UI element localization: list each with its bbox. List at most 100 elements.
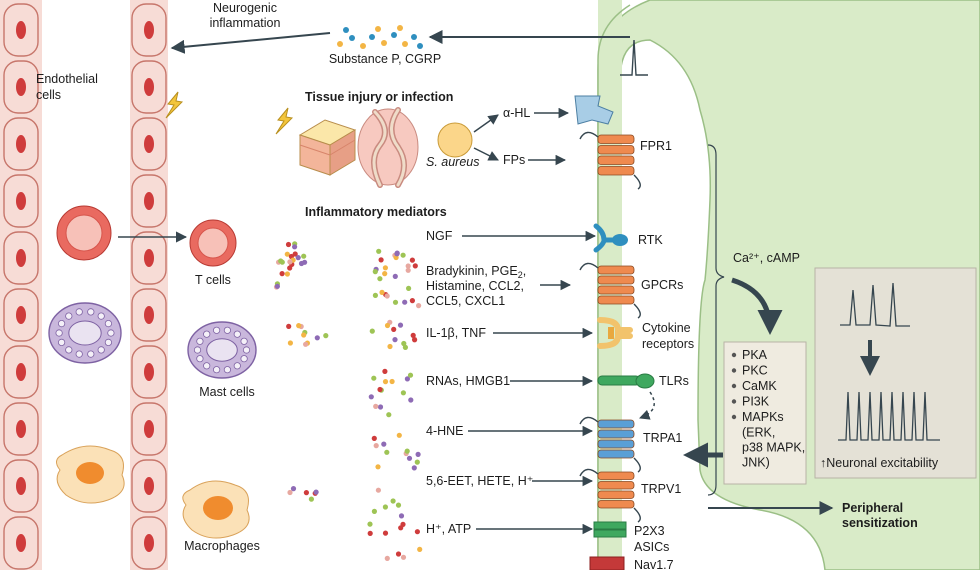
endothelial-cell	[3, 174, 39, 228]
action-potential-icon	[620, 39, 648, 76]
endothelial-cell	[3, 459, 39, 513]
fps-branch-arrow	[473, 147, 499, 161]
kinase-item: PI3K	[742, 395, 770, 409]
mast-cells-label: Mast cells	[199, 385, 255, 399]
mediator-dot	[298, 260, 305, 267]
mediator-dot	[401, 340, 407, 347]
mapk-detail-line: (ERK,	[742, 426, 775, 440]
mediator-dot	[410, 332, 416, 338]
tlr-to-trpa1-dashed-arrow	[639, 391, 655, 420]
mediator-dot	[368, 394, 374, 400]
mediator-dot	[377, 276, 383, 282]
mediator-dot	[287, 259, 293, 265]
mediator-dots	[273, 241, 423, 562]
mediator-dot	[301, 253, 307, 259]
hne-label: 4-HNE	[426, 424, 464, 438]
skin-tissue-icon	[298, 119, 357, 176]
p2x3-label: P2X3	[634, 524, 665, 538]
tlr-receptor-icon	[597, 373, 655, 389]
mediator-dot	[395, 502, 402, 508]
endothelial-cell	[131, 516, 167, 570]
mediator-dot	[367, 521, 373, 527]
mediator-dot	[371, 508, 377, 514]
mediator-dot	[303, 490, 309, 496]
mediator-dot	[409, 298, 415, 304]
mediator-dot	[382, 530, 389, 536]
mediator-dot	[391, 326, 397, 332]
mediator-dot	[400, 554, 407, 560]
joint-tissue-icon	[357, 107, 419, 188]
endothelial-cell	[131, 459, 167, 513]
endothelial-label: Endothelial	[36, 72, 98, 86]
mediator-dot	[411, 465, 417, 471]
excitability-box	[814, 267, 977, 479]
mediator-dot	[397, 322, 404, 328]
mediator-dot	[369, 328, 375, 334]
mediator-dot	[278, 258, 284, 264]
mediator-dot	[376, 248, 382, 254]
mediator-dot	[371, 375, 377, 381]
ca-camp-label: Ca²⁺, cAMP	[733, 251, 800, 265]
ca-to-kinase-arrow	[731, 277, 783, 335]
endothelial-cell	[3, 60, 39, 114]
bradykinin-label: Bradykinin, PGE2,	[426, 264, 526, 280]
mediator-dot	[405, 267, 411, 273]
endothelial-cell	[131, 117, 167, 171]
fps-label: FPs	[503, 153, 525, 167]
nav-label: Nav1.7	[634, 558, 674, 570]
mediator-dot	[372, 292, 378, 298]
mediator-dot	[402, 344, 408, 350]
mediator-dot	[379, 289, 385, 295]
substance-label: Substance P, CGRP	[329, 52, 441, 66]
mediator-dot	[287, 340, 293, 346]
mediator-dot	[389, 378, 395, 385]
substance-dots	[337, 25, 423, 49]
endothelial-cell	[3, 402, 39, 456]
neuropeptide-dot	[411, 34, 417, 40]
endothelial-cell	[131, 60, 167, 114]
mediator-dot	[384, 449, 390, 455]
mediator-dot	[382, 265, 388, 271]
endothelial-cell	[131, 345, 167, 399]
endothelial-cell	[3, 345, 39, 399]
mediator-dot	[303, 341, 309, 347]
macrophages-label: Macrophages	[184, 539, 260, 553]
p2x3-receptor-icon	[593, 521, 627, 538]
mediator-dot	[373, 443, 379, 449]
endothelial-cell	[3, 231, 39, 285]
mediator-dot	[367, 530, 373, 537]
trpv1-channel-icon	[579, 468, 641, 523]
neuropeptide-dot	[402, 41, 408, 47]
mediator-dot	[408, 397, 414, 403]
mast-cells-group	[48, 302, 257, 379]
neurogenic-arrow	[170, 32, 331, 54]
sensitization-label: sensitization	[842, 516, 918, 530]
excitability-label: ↑Neuronal excitability	[820, 456, 939, 470]
mediator-dot	[414, 529, 420, 535]
mediator-dot	[386, 412, 392, 418]
mediator-dot	[415, 451, 421, 457]
mast-cell	[48, 302, 122, 364]
mediator-dot	[398, 513, 405, 519]
mapk-detail-line: p38 MAPK,	[742, 441, 805, 455]
neuropeptide-dot	[337, 41, 343, 47]
nav-channel-icon	[589, 556, 625, 571]
sensitized-trace-icon	[838, 391, 940, 441]
t-cell	[189, 219, 237, 267]
mediator-dot	[377, 404, 384, 410]
mediator-dot	[416, 303, 422, 309]
bullet-icon	[731, 352, 737, 358]
s-aureus-label: S. aureus	[426, 155, 480, 169]
mediator-dot	[279, 271, 285, 277]
mediator-dot	[384, 322, 391, 329]
mediator-dot	[400, 252, 406, 258]
mediator-dot	[295, 255, 301, 261]
mediator-dot	[396, 432, 402, 438]
mediator-dot	[287, 489, 293, 496]
neuropeptide-dot	[397, 25, 403, 31]
endothelial-cell	[3, 3, 39, 57]
mediator-dot	[417, 546, 423, 553]
